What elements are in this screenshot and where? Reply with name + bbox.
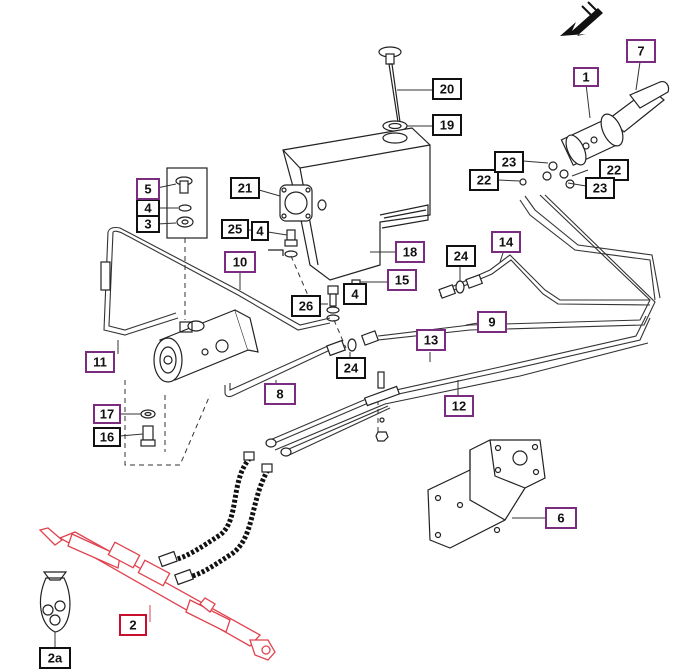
svg-text:23: 23 [593, 181, 607, 196]
svg-text:17: 17 [100, 407, 114, 422]
callout-4-filter: 4 [251, 221, 269, 241]
svg-text:7: 7 [637, 44, 644, 59]
valve-parts-group [156, 167, 208, 239]
svg-text:25: 25 [228, 222, 242, 237]
svg-text:14: 14 [499, 235, 514, 250]
hydraulic-pump [153, 309, 259, 383]
callout-15: 15 [387, 269, 417, 291]
callout-23-right: 23 [585, 177, 615, 199]
callout-24-bottom: 24 [336, 357, 366, 379]
callout-17: 17 [93, 404, 121, 424]
svg-text:2a: 2a [48, 651, 63, 666]
svg-text:18: 18 [403, 245, 417, 260]
callout-18: 18 [395, 241, 425, 263]
svg-text:23: 23 [502, 155, 516, 170]
callout-3: 3 [136, 215, 160, 233]
callout-5: 5 [136, 178, 160, 200]
steering-cylinder [38, 527, 276, 661]
steering-column [519, 81, 670, 189]
svg-text:19: 19 [440, 118, 454, 133]
tank-filter-fittings [245, 184, 391, 322]
svg-text:22: 22 [607, 163, 621, 178]
svg-text:8: 8 [276, 387, 283, 402]
callout-7: 7 [626, 39, 656, 63]
callout-9: 9 [477, 311, 507, 333]
callout-19: 19 [432, 114, 462, 136]
svg-text:9: 9 [488, 315, 495, 330]
dipstick [378, 46, 433, 132]
svg-text:5: 5 [144, 182, 151, 197]
svg-text:10: 10 [233, 255, 247, 270]
callout-25: 25 [221, 219, 249, 239]
svg-text:11: 11 [93, 355, 107, 370]
hydraulic-hoses [158, 451, 273, 586]
svg-text:15: 15 [395, 273, 409, 288]
svg-text:4: 4 [144, 201, 152, 216]
callout-20: 20 [432, 78, 462, 100]
callout-4-tank: 4 [343, 283, 367, 305]
pipe-lines-right [265, 194, 656, 457]
callout-14: 14 [491, 231, 521, 253]
svg-text:4: 4 [256, 224, 264, 239]
mounting-bracket [427, 439, 546, 549]
callout-24-top: 24 [446, 245, 476, 267]
svg-text:20: 20 [440, 82, 454, 97]
parts-bag-icon [39, 571, 71, 648]
svg-text:6: 6 [557, 511, 564, 526]
callout-6: 6 [545, 507, 577, 529]
svg-text:24: 24 [344, 361, 359, 376]
callout-13: 13 [416, 329, 446, 351]
pump-fittings [119, 409, 156, 447]
direction-arrow-icon [560, 1, 603, 36]
svg-text:26: 26 [299, 299, 313, 314]
callout-4-valve: 4 [136, 199, 160, 217]
callout-26: 26 [291, 295, 321, 317]
steering-unit-leaders [497, 61, 641, 187]
callout-labels: 1 2 2a 3 4 4 4 5 6 7 8 9 10 11 12 13 14 … [39, 39, 656, 669]
callout-11: 11 [85, 351, 115, 373]
svg-text:1: 1 [582, 70, 589, 85]
callout-8: 8 [264, 383, 296, 405]
callout-1: 1 [573, 67, 599, 87]
svg-text:24: 24 [454, 249, 469, 264]
callout-16: 16 [93, 427, 121, 447]
svg-text:2: 2 [129, 618, 136, 633]
pipe-line-8 [224, 330, 380, 398]
pipe-lines-left [100, 226, 331, 354]
svg-text:16: 16 [100, 430, 114, 445]
callout-22-left: 22 [469, 169, 499, 191]
callout-12: 12 [444, 395, 474, 417]
callout-23-left: 23 [494, 151, 524, 173]
svg-text:22: 22 [477, 173, 491, 188]
svg-text:21: 21 [238, 181, 252, 196]
svg-text:4: 4 [351, 287, 359, 302]
svg-text:3: 3 [144, 217, 151, 232]
callout-2: 2 [119, 614, 147, 636]
callout-2a: 2a [39, 647, 71, 669]
oil-tank [282, 127, 431, 281]
callout-21: 21 [230, 177, 260, 199]
svg-text:12: 12 [452, 399, 466, 414]
callout-10: 10 [224, 251, 256, 273]
svg-text:13: 13 [424, 333, 438, 348]
